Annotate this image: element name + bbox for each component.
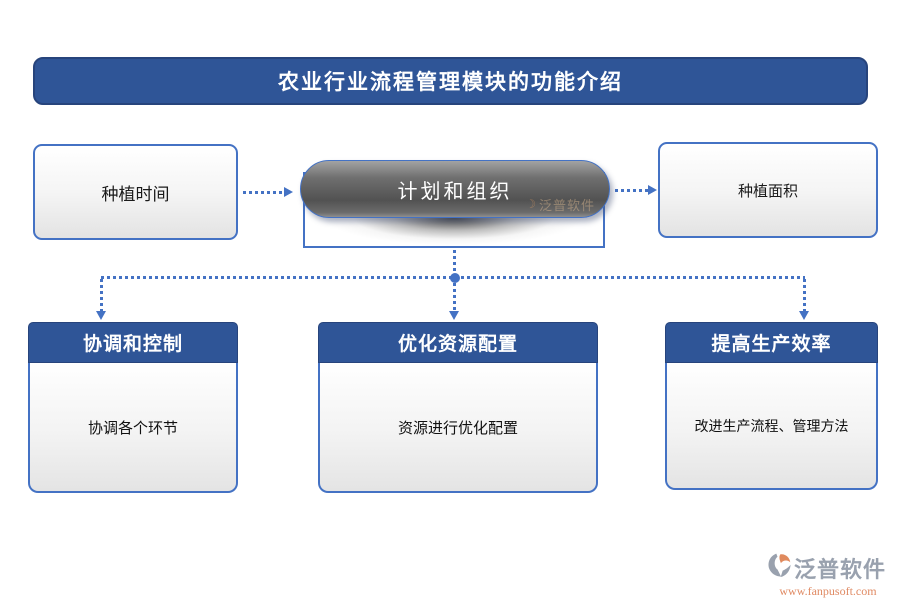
fanpu-logo: 泛普软件 www.fanpusoft.com <box>766 551 890 599</box>
arrow-center-to-right-head-icon <box>648 185 657 195</box>
connector-middle-arrow-icon <box>449 311 459 320</box>
arrow-left-to-center-line <box>243 191 284 194</box>
feature-header-label: 优化资源配置 <box>397 334 518 355</box>
feature-header-label: 协调和控制 <box>82 334 183 355</box>
feature-body-text: 资源进行优化配置 <box>397 420 518 437</box>
connector-right-drop <box>803 279 806 311</box>
feature-card-body: 改进生产流程、管理方法 <box>665 363 878 490</box>
feature-card-resource-optimization: 优化资源配置 资源进行优化配置 <box>318 322 598 493</box>
feature-card-coordination: 协调和控制 协调各个环节 <box>28 322 238 493</box>
node-planting-area-label: 种植面积 <box>737 183 798 200</box>
page-title: 农业行业流程管理模块的功能介绍 <box>278 70 623 94</box>
fanpu-logo-name: 泛普软件 <box>794 557 887 582</box>
fanpu-logo-url: www.fanpusoft.com <box>779 584 877 598</box>
arrow-center-to-right-line <box>615 189 648 192</box>
fanpu-logo-icon <box>766 551 793 585</box>
node-plan-organize-label: 计划和组织 <box>397 180 513 203</box>
feature-header-label: 提高生产效率 <box>711 334 832 355</box>
feature-body-text: 改进生产流程、管理方法 <box>694 419 849 435</box>
node-planting-time-label: 种植时间 <box>101 184 170 204</box>
connector-center-stem <box>453 250 456 276</box>
feature-body-text: 协调各个环节 <box>87 420 178 437</box>
node-planting-time: 种植时间 <box>33 144 238 240</box>
reflection-shadow <box>305 218 603 246</box>
connector-right-arrow-icon <box>799 311 809 320</box>
watermark: ☽ 泛普软件 <box>525 195 595 214</box>
connector-junction-dot <box>450 273 460 283</box>
feature-card-body: 协调各个环节 <box>28 363 238 493</box>
watermark-text: 泛普软件 <box>538 198 595 213</box>
feature-card-header: 协调和控制 <box>28 322 238 363</box>
feature-card-header: 优化资源配置 <box>318 322 598 363</box>
arrow-left-to-center-head-icon <box>284 187 293 197</box>
feature-card-efficiency: 提高生产效率 改进生产流程、管理方法 <box>665 322 878 490</box>
title-banner: 农业行业流程管理模块的功能介绍 <box>33 57 868 105</box>
connector-left-arrow-icon <box>96 311 106 320</box>
connector-middle-drop <box>453 283 456 311</box>
connector-left-drop <box>100 279 103 311</box>
fanpu-logo-row: 泛普软件 <box>766 551 890 585</box>
feature-card-header: 提高生产效率 <box>665 322 878 363</box>
node-planting-area: 种植面积 <box>658 142 878 238</box>
fanpu-watermark-icon: ☽ <box>525 197 537 211</box>
node-plan-organize: 计划和组织 ☽ 泛普软件 <box>300 160 610 218</box>
feature-card-body: 资源进行优化配置 <box>318 363 598 493</box>
